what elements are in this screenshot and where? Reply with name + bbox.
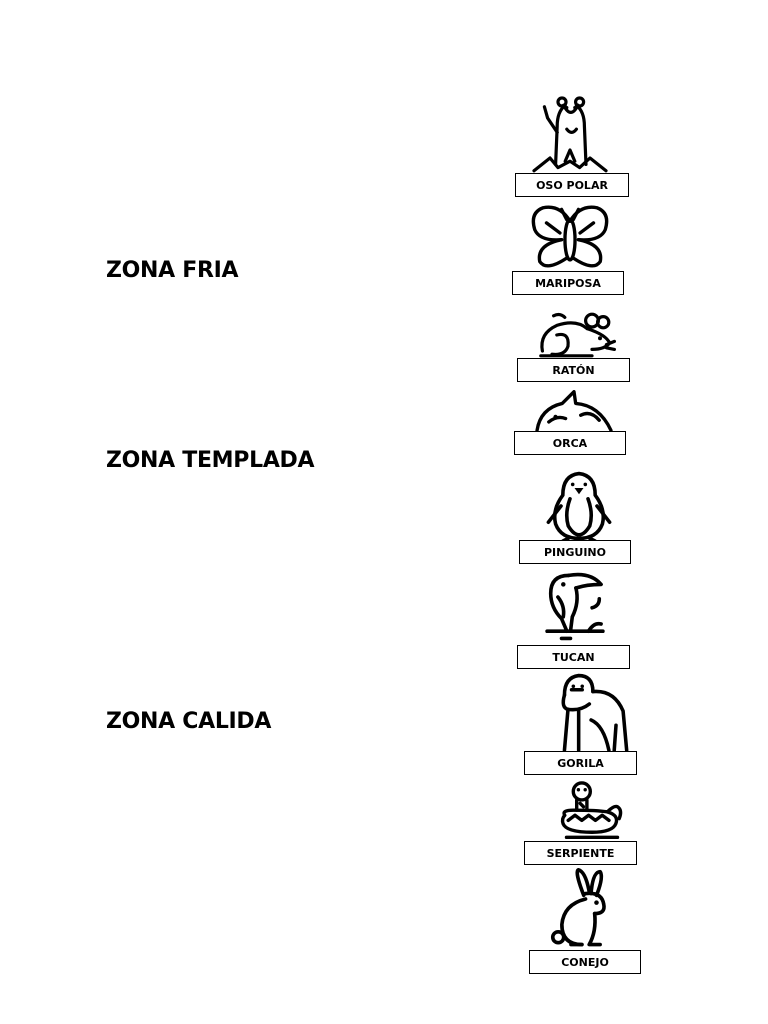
zone-heading-calida: ZONA CALIDA — [106, 709, 272, 734]
animal-label-orca: ORCA — [514, 431, 626, 455]
animal-label-oso-polar: OSO POLAR — [515, 173, 629, 197]
rabbit-icon — [548, 868, 614, 950]
snake-icon — [558, 780, 626, 842]
penguin-icon — [542, 470, 616, 542]
orca-icon — [532, 390, 616, 432]
animal-label-tucan: TUCAN — [517, 645, 630, 669]
animal-label-serpiente: SERPIENTE — [524, 841, 637, 865]
animal-label-gorila: GORILA — [524, 751, 637, 775]
animal-label-pinguino: PINGUINO — [519, 540, 631, 564]
zone-heading-fria: ZONA FRIA — [106, 258, 239, 283]
mouse-icon — [536, 310, 616, 360]
animal-label-conejo: CONEJO — [529, 950, 641, 974]
toucan-icon — [542, 570, 608, 642]
gorilla-icon — [552, 672, 632, 752]
animal-label-raton: RATÓN — [517, 358, 630, 382]
butterfly-icon — [528, 204, 612, 272]
animal-label-mariposa: MARIPOSA — [512, 271, 624, 295]
zone-heading-templada: ZONA TEMPLADA — [106, 448, 315, 473]
polar-bear-icon — [525, 94, 615, 174]
